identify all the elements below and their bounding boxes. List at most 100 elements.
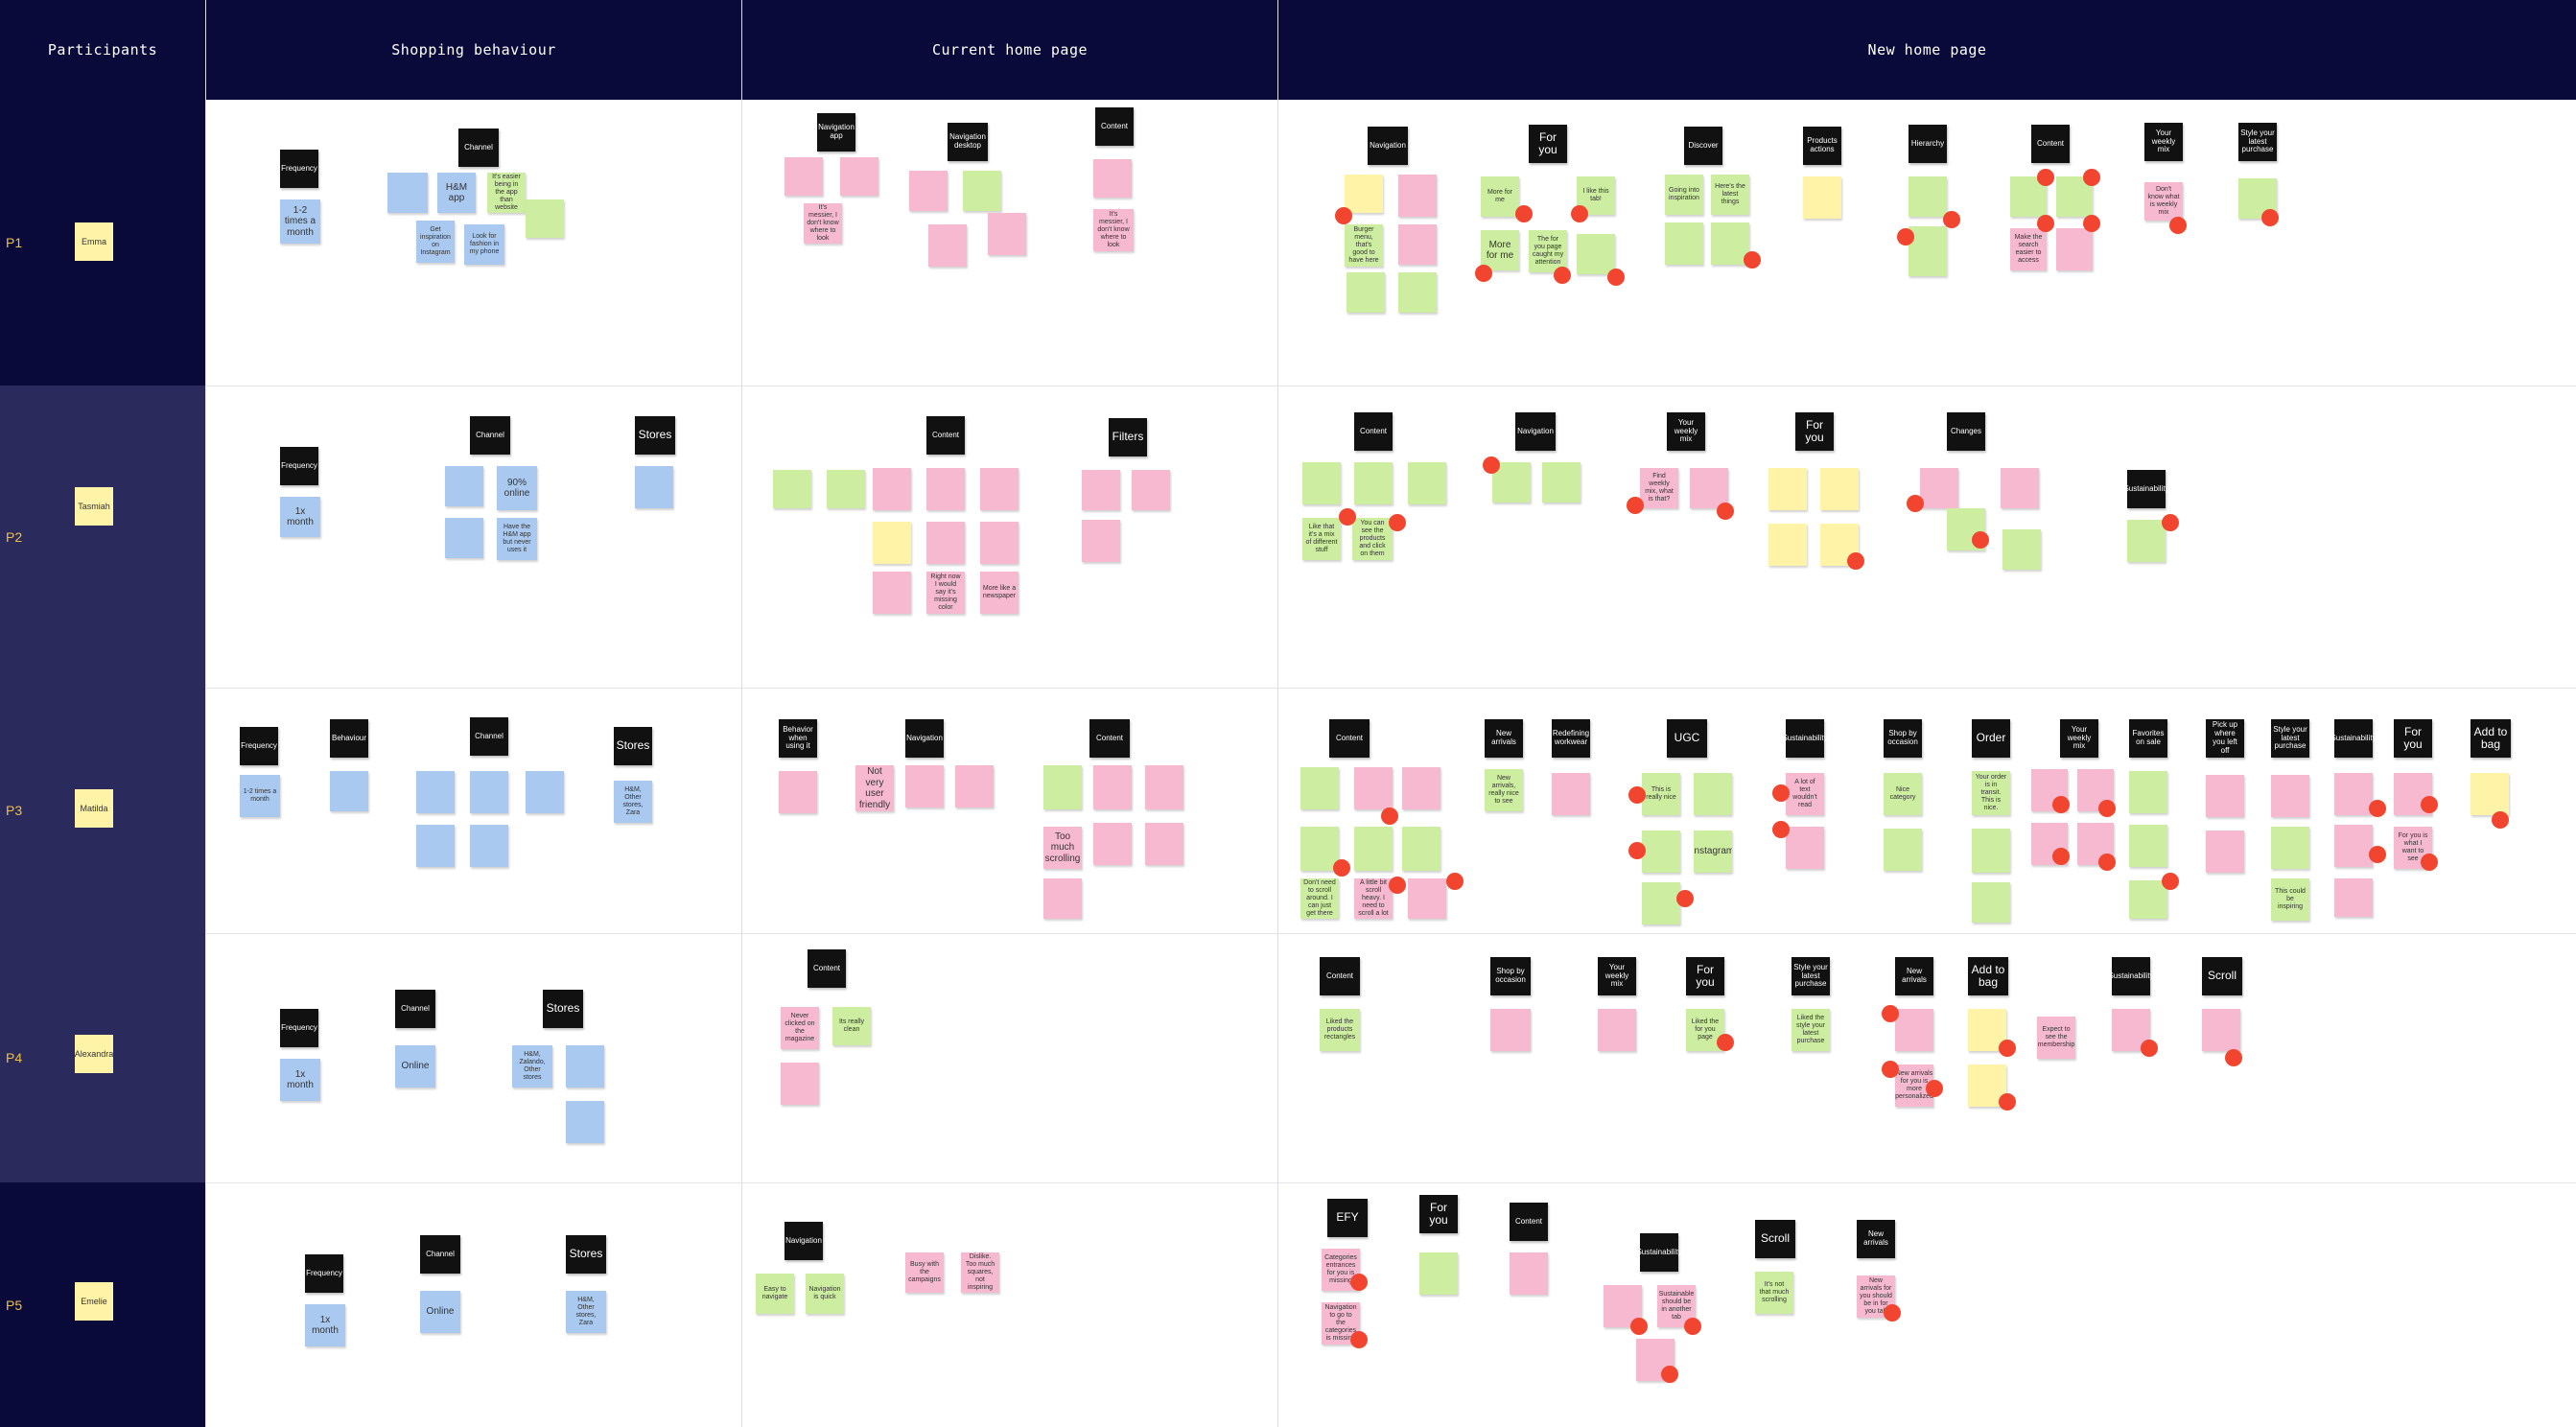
category-tag-redefining-workwear[interactable]: Redefining workwear: [1552, 719, 1590, 758]
sticky-note[interactable]: [1408, 462, 1446, 504]
participant-name-note[interactable]: Emelie: [75, 1282, 113, 1321]
sticky-note[interactable]: It's messier, I don't know where to look: [1093, 209, 1134, 251]
sticky-note[interactable]: 1x month: [280, 497, 320, 537]
vote-dot[interactable]: [1926, 1080, 1943, 1097]
vote-dot[interactable]: [1381, 807, 1398, 825]
sticky-note[interactable]: Get inspiration on Instagram: [416, 221, 455, 263]
sticky-note[interactable]: [2129, 880, 2167, 919]
category-tag-your-weekly-mix[interactable]: Your weekly mix: [1598, 957, 1636, 995]
category-tag-content[interactable]: Content: [926, 416, 965, 455]
category-tag-behaviour[interactable]: Behaviour: [330, 719, 368, 758]
vote-dot[interactable]: [2225, 1049, 2242, 1066]
sticky-note[interactable]: [980, 522, 1019, 564]
category-tag-scroll[interactable]: Scroll: [1755, 1220, 1795, 1258]
sticky-note[interactable]: [1043, 765, 1082, 809]
sticky-note[interactable]: Find weekly mix, what is that?: [1640, 468, 1678, 508]
sticky-note[interactable]: More like a newspaper: [980, 572, 1019, 614]
sticky-note[interactable]: [1093, 765, 1132, 809]
category-tag-content[interactable]: Content: [1095, 107, 1134, 146]
category-tag-frequency[interactable]: Frequency: [280, 150, 318, 188]
sticky-note[interactable]: Never clicked on the magazine: [781, 1007, 819, 1049]
category-tag-for-you[interactable]: For you: [1529, 125, 1567, 163]
sticky-note[interactable]: [2334, 825, 2373, 867]
vote-dot[interactable]: [2421, 854, 2438, 871]
sticky-note[interactable]: It's easier being in the app than websit…: [487, 173, 526, 213]
sticky-note[interactable]: [1082, 470, 1120, 510]
sticky-note[interactable]: New arrivals, really nice to see: [1485, 769, 1523, 811]
sticky-note[interactable]: Instagram: [1694, 830, 1732, 873]
vote-dot[interactable]: [2037, 215, 2054, 232]
category-tag-new-arrivals[interactable]: New arrivals: [1895, 957, 1933, 995]
sticky-note[interactable]: [1920, 468, 1958, 508]
vote-dot[interactable]: [1972, 531, 1989, 549]
sticky-note[interactable]: [1642, 882, 1680, 924]
sticky-note[interactable]: [928, 224, 967, 267]
sticky-note[interactable]: [1972, 829, 2010, 873]
category-tag-channel[interactable]: Channel: [458, 129, 499, 167]
category-tag-your-weekly-mix[interactable]: Your weekly mix: [2144, 123, 2183, 161]
sticky-note[interactable]: Its really clean: [832, 1007, 871, 1045]
sticky-note[interactable]: [635, 466, 673, 508]
sticky-note[interactable]: [566, 1045, 604, 1088]
sticky-note[interactable]: [980, 468, 1019, 510]
sticky-note[interactable]: This is really nice: [1642, 773, 1680, 815]
category-tag-channel[interactable]: Channel: [470, 416, 510, 455]
participant-name-note[interactable]: Matilda: [75, 789, 113, 828]
category-tag-channel[interactable]: Channel: [395, 990, 435, 1028]
category-tag-frequency[interactable]: Frequency: [280, 447, 318, 485]
sticky-note[interactable]: A lot of text wouldn't read: [1786, 773, 1824, 815]
sticky-note[interactable]: [905, 765, 944, 807]
category-tag-sustainability[interactable]: Sustainability: [2108, 957, 2154, 995]
category-tag-channel[interactable]: Channel: [420, 1235, 460, 1274]
category-tag-navigation[interactable]: Navigation: [1515, 412, 1556, 451]
category-tag-behavior-when-using-it[interactable]: Behavior when using it: [779, 719, 817, 758]
category-tag-your-weekly-mix[interactable]: Your weekly mix: [1667, 412, 1705, 451]
vote-dot[interactable]: [1744, 251, 1761, 269]
sticky-note[interactable]: Have the H&M app but never uses it: [497, 518, 537, 560]
sticky-note[interactable]: H&M, Other stores, Zara: [614, 781, 652, 823]
category-tag-navigation[interactable]: Navigation: [1368, 127, 1408, 165]
sticky-note[interactable]: Easy to navigate: [756, 1274, 794, 1314]
sticky-note[interactable]: [1398, 272, 1437, 313]
category-tag-stores[interactable]: Stores: [543, 990, 583, 1028]
sticky-note[interactable]: [2127, 520, 2166, 562]
category-tag-stores[interactable]: Stores: [566, 1235, 606, 1274]
sticky-note[interactable]: [773, 470, 811, 508]
sticky-note[interactable]: [1711, 222, 1749, 265]
participant-row-p4[interactable]: P4 Alexandra: [0, 933, 205, 1182]
category-tag-sustainability[interactable]: Sustainability: [1636, 1233, 1682, 1272]
sticky-note[interactable]: [1510, 1252, 1548, 1295]
vote-dot[interactable]: [2421, 796, 2438, 813]
sticky-note[interactable]: H&M, Other stores, Zara: [566, 1291, 606, 1333]
sticky-note[interactable]: [1490, 1009, 1531, 1051]
sticky-note[interactable]: Dislike. Too much squares, not inspiring: [961, 1252, 999, 1293]
vote-dot[interactable]: [1389, 514, 1406, 531]
sticky-note[interactable]: [1082, 520, 1120, 562]
vote-dot[interactable]: [2052, 848, 2070, 865]
sticky-note[interactable]: [1300, 767, 1339, 809]
sticky-note[interactable]: 1x month: [305, 1304, 345, 1346]
sticky-note[interactable]: [1345, 175, 1383, 213]
sticky-note[interactable]: [1972, 882, 2010, 923]
vote-dot[interactable]: [1333, 859, 1350, 877]
vote-dot[interactable]: [1475, 265, 1492, 282]
category-tag-discover[interactable]: Discover: [1684, 127, 1722, 165]
vote-dot[interactable]: [2369, 800, 2386, 817]
sticky-note[interactable]: 90% online: [497, 466, 537, 510]
sticky-note[interactable]: [445, 518, 483, 558]
sticky-note[interactable]: [1909, 226, 1947, 276]
vote-dot[interactable]: [1483, 456, 1500, 474]
sticky-note[interactable]: A little bit scroll heavy. I need to scr…: [1354, 878, 1393, 919]
sticky-note[interactable]: More for me: [1481, 230, 1519, 270]
sticky-note[interactable]: [2001, 468, 2039, 508]
sticky-note[interactable]: It's messier, I don't know where to look: [804, 203, 842, 244]
vote-dot[interactable]: [1335, 207, 1352, 224]
vote-dot[interactable]: [1847, 552, 1864, 570]
category-tag-navigation-app[interactable]: Navigation app: [817, 113, 855, 152]
sticky-note[interactable]: [1768, 524, 1807, 566]
sticky-note[interactable]: This could be inspiring: [2271, 878, 2309, 921]
vote-dot[interactable]: [1772, 821, 1790, 838]
sticky-note[interactable]: The for you page caught my attention: [1529, 230, 1567, 272]
sticky-note[interactable]: [2206, 775, 2244, 817]
vote-dot[interactable]: [1717, 1034, 1734, 1051]
